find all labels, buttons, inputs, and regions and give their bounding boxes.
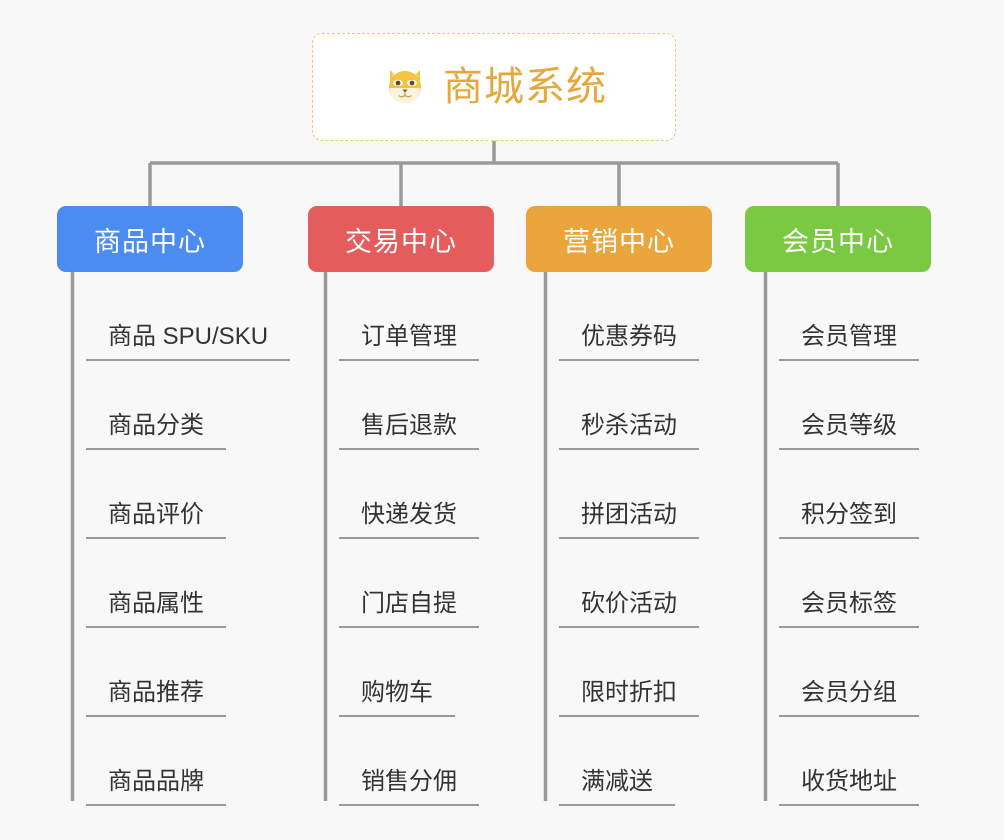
list-item[interactable]: 售后退款 bbox=[325, 361, 479, 450]
leaf-label: 拼团活动 bbox=[559, 501, 699, 539]
list-item[interactable]: 商品品牌 bbox=[72, 717, 290, 806]
leaf-label: 砍价活动 bbox=[559, 590, 699, 628]
list-item[interactable]: 砍价活动 bbox=[545, 539, 699, 628]
leaf-label: 商品评价 bbox=[86, 501, 226, 539]
leaf-label: 快递发货 bbox=[339, 501, 479, 539]
category-header-1[interactable]: 商品中心 bbox=[57, 206, 243, 272]
list-item[interactable]: 购物车 bbox=[325, 628, 479, 717]
category-header-2[interactable]: 交易中心 bbox=[308, 206, 494, 272]
category-header-1-label: 商品中心 bbox=[94, 226, 206, 257]
leaf-label: 门店自提 bbox=[339, 590, 479, 628]
leaf-column-1: 商品 SPU/SKU 商品分类 商品评价 商品属性 商品推荐 商品品牌 bbox=[72, 272, 291, 806]
leaf-label: 满减送 bbox=[559, 768, 675, 806]
list-item[interactable]: 快递发货 bbox=[325, 450, 479, 539]
leaf-label: 商品属性 bbox=[86, 590, 226, 628]
list-item[interactable]: 拼团活动 bbox=[545, 450, 699, 539]
leaf-label: 销售分佣 bbox=[339, 768, 479, 806]
category-header-3-label: 营销中心 bbox=[563, 226, 675, 257]
leaf-column-3: 优惠券码 秒杀活动 拼团活动 砍价活动 限时折扣 满减送 bbox=[545, 272, 699, 806]
leaf-label: 积分签到 bbox=[779, 501, 919, 539]
leaf-column-2: 订单管理 售后退款 快递发货 门店自提 购物车 销售分佣 bbox=[325, 272, 479, 806]
list-item[interactable]: 限时折扣 bbox=[545, 628, 699, 717]
list-item[interactable]: 会员等级 bbox=[765, 361, 919, 450]
leaf-label: 商品品牌 bbox=[86, 768, 226, 806]
list-item[interactable]: 会员管理 bbox=[765, 272, 919, 361]
leaf-label: 会员分组 bbox=[779, 679, 919, 717]
category-header-3[interactable]: 营销中心 bbox=[526, 206, 712, 272]
list-item[interactable]: 积分签到 bbox=[765, 450, 919, 539]
list-item[interactable]: 商品评价 bbox=[72, 450, 290, 539]
leaf-label: 优惠券码 bbox=[559, 323, 699, 361]
category-header-4[interactable]: 会员中心 bbox=[745, 206, 931, 272]
list-item[interactable]: 订单管理 bbox=[325, 272, 479, 361]
category-header-4-label: 会员中心 bbox=[782, 226, 894, 257]
list-item[interactable]: 门店自提 bbox=[325, 539, 479, 628]
root-node[interactable]: 商城系统 bbox=[312, 33, 676, 141]
leaf-label: 限时折扣 bbox=[559, 679, 699, 717]
category-header-2-label: 交易中心 bbox=[345, 226, 457, 257]
leaf-label: 商品 SPU/SKU bbox=[86, 323, 291, 361]
leaf-label: 会员管理 bbox=[779, 323, 919, 361]
leaf-label: 收货地址 bbox=[779, 768, 919, 806]
list-item[interactable]: 商品分类 bbox=[72, 361, 290, 450]
root-title: 商城系统 bbox=[443, 65, 607, 109]
list-item[interactable]: 满减送 bbox=[545, 717, 699, 806]
leaf-label: 会员标签 bbox=[779, 590, 919, 628]
leaf-column-4: 会员管理 会员等级 积分签到 会员标签 会员分组 收货地址 bbox=[765, 272, 919, 806]
list-item[interactable]: 秒杀活动 bbox=[545, 361, 699, 450]
list-item[interactable]: 收货地址 bbox=[765, 717, 919, 806]
leaf-label: 会员等级 bbox=[779, 412, 919, 450]
list-item[interactable]: 商品属性 bbox=[72, 539, 290, 628]
list-item[interactable]: 商品推荐 bbox=[72, 628, 290, 717]
leaf-label: 秒杀活动 bbox=[559, 412, 699, 450]
leaf-label: 售后退款 bbox=[339, 412, 479, 450]
list-item[interactable]: 商品 SPU/SKU bbox=[72, 272, 291, 361]
list-item[interactable]: 会员分组 bbox=[765, 628, 919, 717]
leaf-label: 订单管理 bbox=[339, 323, 479, 361]
leaf-label: 商品推荐 bbox=[86, 679, 226, 717]
shiba-dog-icon bbox=[381, 61, 429, 114]
list-item[interactable]: 优惠券码 bbox=[545, 272, 699, 361]
list-item[interactable]: 会员标签 bbox=[765, 539, 919, 628]
list-item[interactable]: 销售分佣 bbox=[325, 717, 479, 806]
leaf-label: 商品分类 bbox=[86, 412, 226, 450]
leaf-label: 购物车 bbox=[339, 679, 455, 717]
